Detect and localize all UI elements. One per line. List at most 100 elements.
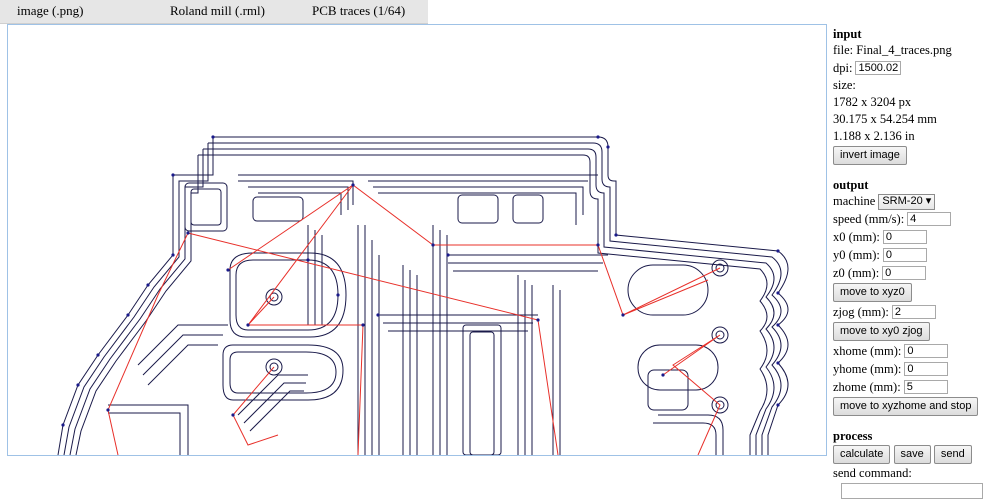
trace-pad xyxy=(457,194,499,224)
y0-input[interactable] xyxy=(882,248,927,262)
tab-pcb-traces[interactable]: PCB traces (1/64) xyxy=(312,3,406,18)
send-command-label: send command: xyxy=(833,466,912,480)
path-point xyxy=(246,323,250,327)
trace-pad xyxy=(512,194,544,224)
machine-select[interactable]: SRM-20 ▾ xyxy=(878,193,936,210)
trace-contour xyxy=(229,351,337,394)
output-section-title: output xyxy=(833,178,869,192)
xhome-input[interactable] xyxy=(904,344,949,358)
path-point xyxy=(376,313,380,317)
via-ring xyxy=(269,362,279,372)
trace-contour xyxy=(235,259,339,331)
trace-contour xyxy=(108,404,189,455)
x0-input[interactable] xyxy=(882,230,927,244)
yhome-label: yhome (mm): xyxy=(833,361,902,376)
zhome-input[interactable] xyxy=(903,380,948,394)
path-point xyxy=(431,243,435,247)
machine-label: machine xyxy=(833,194,876,208)
trace-contour xyxy=(448,254,608,272)
path-point xyxy=(171,173,175,177)
path-point xyxy=(106,408,110,412)
input-section-title: input xyxy=(833,27,862,41)
zjog-input[interactable] xyxy=(891,305,936,319)
via-ring xyxy=(711,326,729,344)
speed-input[interactable] xyxy=(907,212,952,226)
path-point xyxy=(231,413,235,417)
rapid-move-path xyxy=(187,232,559,455)
trace-pad xyxy=(190,188,222,226)
path-point xyxy=(596,135,600,139)
path-point xyxy=(306,258,310,262)
path-point xyxy=(336,293,340,297)
toolpath-canvas[interactable] xyxy=(7,24,827,456)
trace-contour xyxy=(357,225,380,455)
move-to-xy0-zjog-button[interactable]: move to xy0 zjog xyxy=(833,322,930,341)
trace-contour xyxy=(208,142,782,455)
trace-contour xyxy=(248,186,584,215)
x0-label: x0 (mm): xyxy=(833,229,880,244)
via-ring xyxy=(265,288,283,306)
path-point xyxy=(614,233,618,237)
dpi-input[interactable] xyxy=(855,61,902,75)
via-ring xyxy=(715,263,725,273)
path-point xyxy=(776,403,780,407)
trace-contour xyxy=(378,314,538,332)
trace-contour xyxy=(63,143,209,455)
tab-image-png[interactable]: image (.png) xyxy=(17,3,84,18)
trace-contour xyxy=(75,155,199,455)
xhome-label: xhome (mm): xyxy=(833,343,902,358)
invert-image-button[interactable]: invert image xyxy=(833,146,907,165)
control-panel: input file: Final_4_traces.png dpi: size… xyxy=(833,25,998,499)
path-point xyxy=(186,231,190,235)
move-to-xyz0-button[interactable]: move to xyz0 xyxy=(833,283,912,302)
path-point xyxy=(226,268,230,272)
via-ring xyxy=(711,396,729,414)
dpi-label: dpi: xyxy=(833,60,853,75)
trace-contour xyxy=(222,344,344,401)
trace-contour xyxy=(198,154,768,455)
path-point xyxy=(351,183,355,187)
path-point xyxy=(596,243,600,247)
trace-contour xyxy=(137,324,228,386)
trace-pad xyxy=(252,196,304,222)
yhome-input[interactable] xyxy=(904,362,949,376)
send-command-input[interactable] xyxy=(841,483,983,499)
path-point xyxy=(776,323,780,327)
trace-pad xyxy=(627,264,709,316)
z0-input[interactable] xyxy=(882,266,927,280)
move-to-xyzhome-button[interactable]: move to xyzhome and stop xyxy=(833,397,979,416)
path-point xyxy=(446,253,450,257)
file-label: file: xyxy=(833,43,854,57)
size-px: 1782 x 3204 px xyxy=(833,95,912,109)
trace-pad xyxy=(637,344,719,391)
size-mm: 30.175 x 54.254 mm xyxy=(833,112,937,126)
path-point xyxy=(146,283,150,287)
trace-pad xyxy=(469,331,495,455)
file-name: Final_4_traces.png xyxy=(856,43,952,57)
trace-contour xyxy=(653,414,724,455)
path-point xyxy=(126,313,130,317)
trace-contour xyxy=(69,149,204,455)
trace-pad xyxy=(462,324,502,455)
size-in: 1.188 x 2.136 in xyxy=(833,129,915,143)
zjog-label: zjog (mm): xyxy=(833,304,889,319)
zhome-label: zhome (mm): xyxy=(833,379,901,394)
path-point xyxy=(776,361,780,365)
path-point xyxy=(96,353,100,357)
via-ring xyxy=(269,292,279,302)
path-point xyxy=(211,135,215,139)
trace-contour xyxy=(402,265,418,455)
trace-contour xyxy=(229,252,347,338)
tab-roland-mill-rml[interactable]: Roland mill (.rml) xyxy=(170,3,265,18)
path-point xyxy=(606,145,610,149)
via-ring xyxy=(715,400,725,410)
trace-pad xyxy=(647,369,689,411)
path-point xyxy=(776,249,780,253)
trace-contour xyxy=(432,225,448,455)
trace-contour xyxy=(307,225,323,325)
trace-contour xyxy=(203,148,775,455)
rapid-move-path xyxy=(232,366,279,446)
z0-label: z0 (mm): xyxy=(833,265,880,280)
via-ring xyxy=(265,358,283,376)
toolpath-preview xyxy=(57,135,789,455)
